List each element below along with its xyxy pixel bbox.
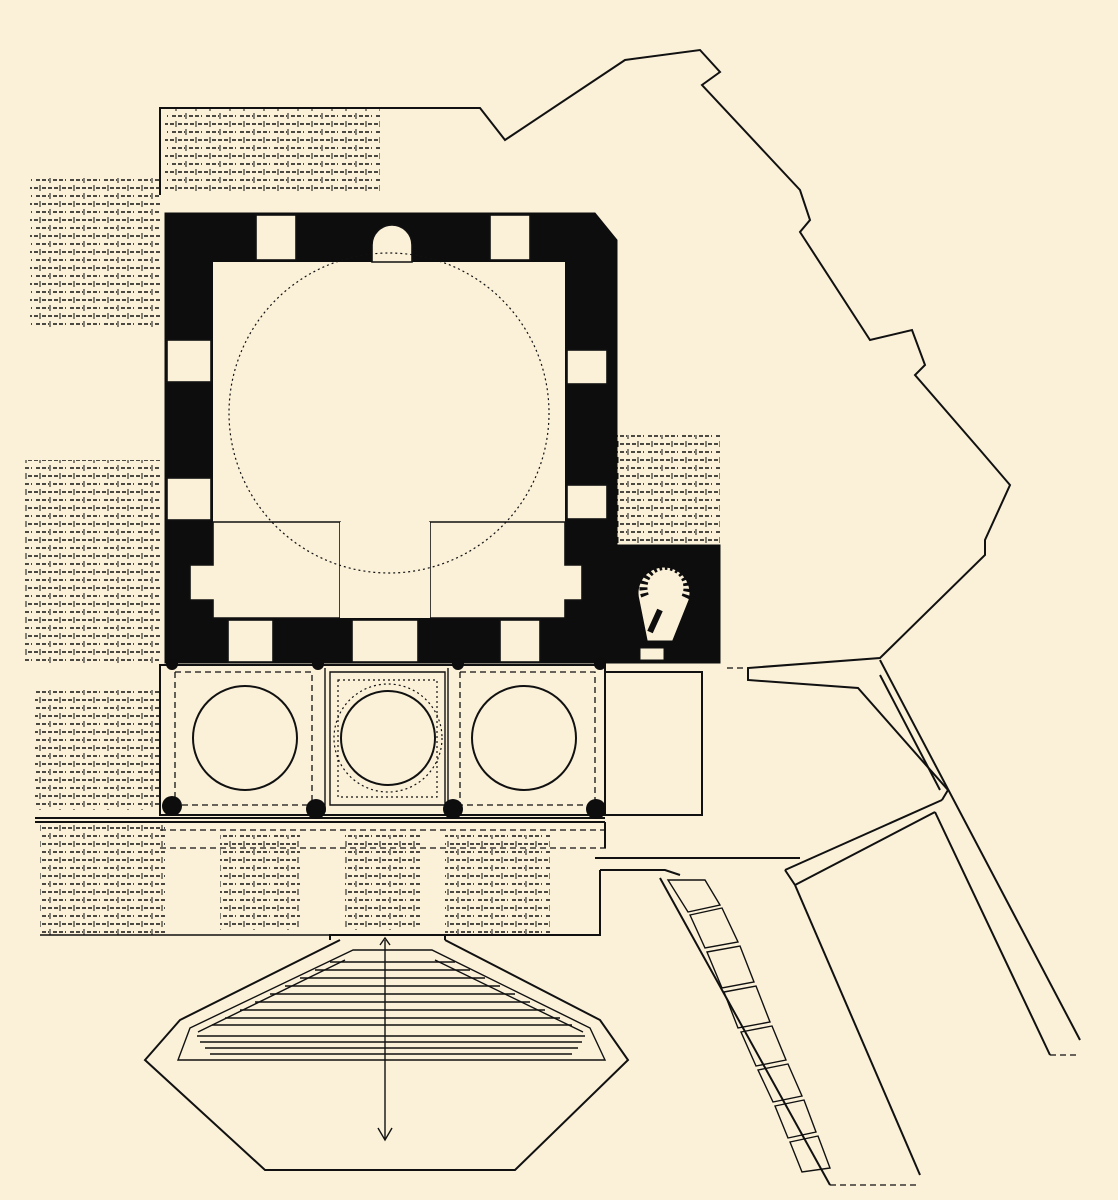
portico-dome-west [192,685,298,791]
portico-dome-center [340,690,436,786]
main-dome-outline [228,252,550,574]
prayer-hall-walls [164,212,721,664]
north-boundary [159,48,1012,801]
entrance-steps [143,936,630,1171]
portico-dome-east [471,685,577,791]
minaret-stair [638,561,692,661]
portico [159,658,703,819]
stone-blocks [666,879,831,1173]
masonry-hatching [25,108,720,935]
south-east-walls [659,659,1081,1186]
